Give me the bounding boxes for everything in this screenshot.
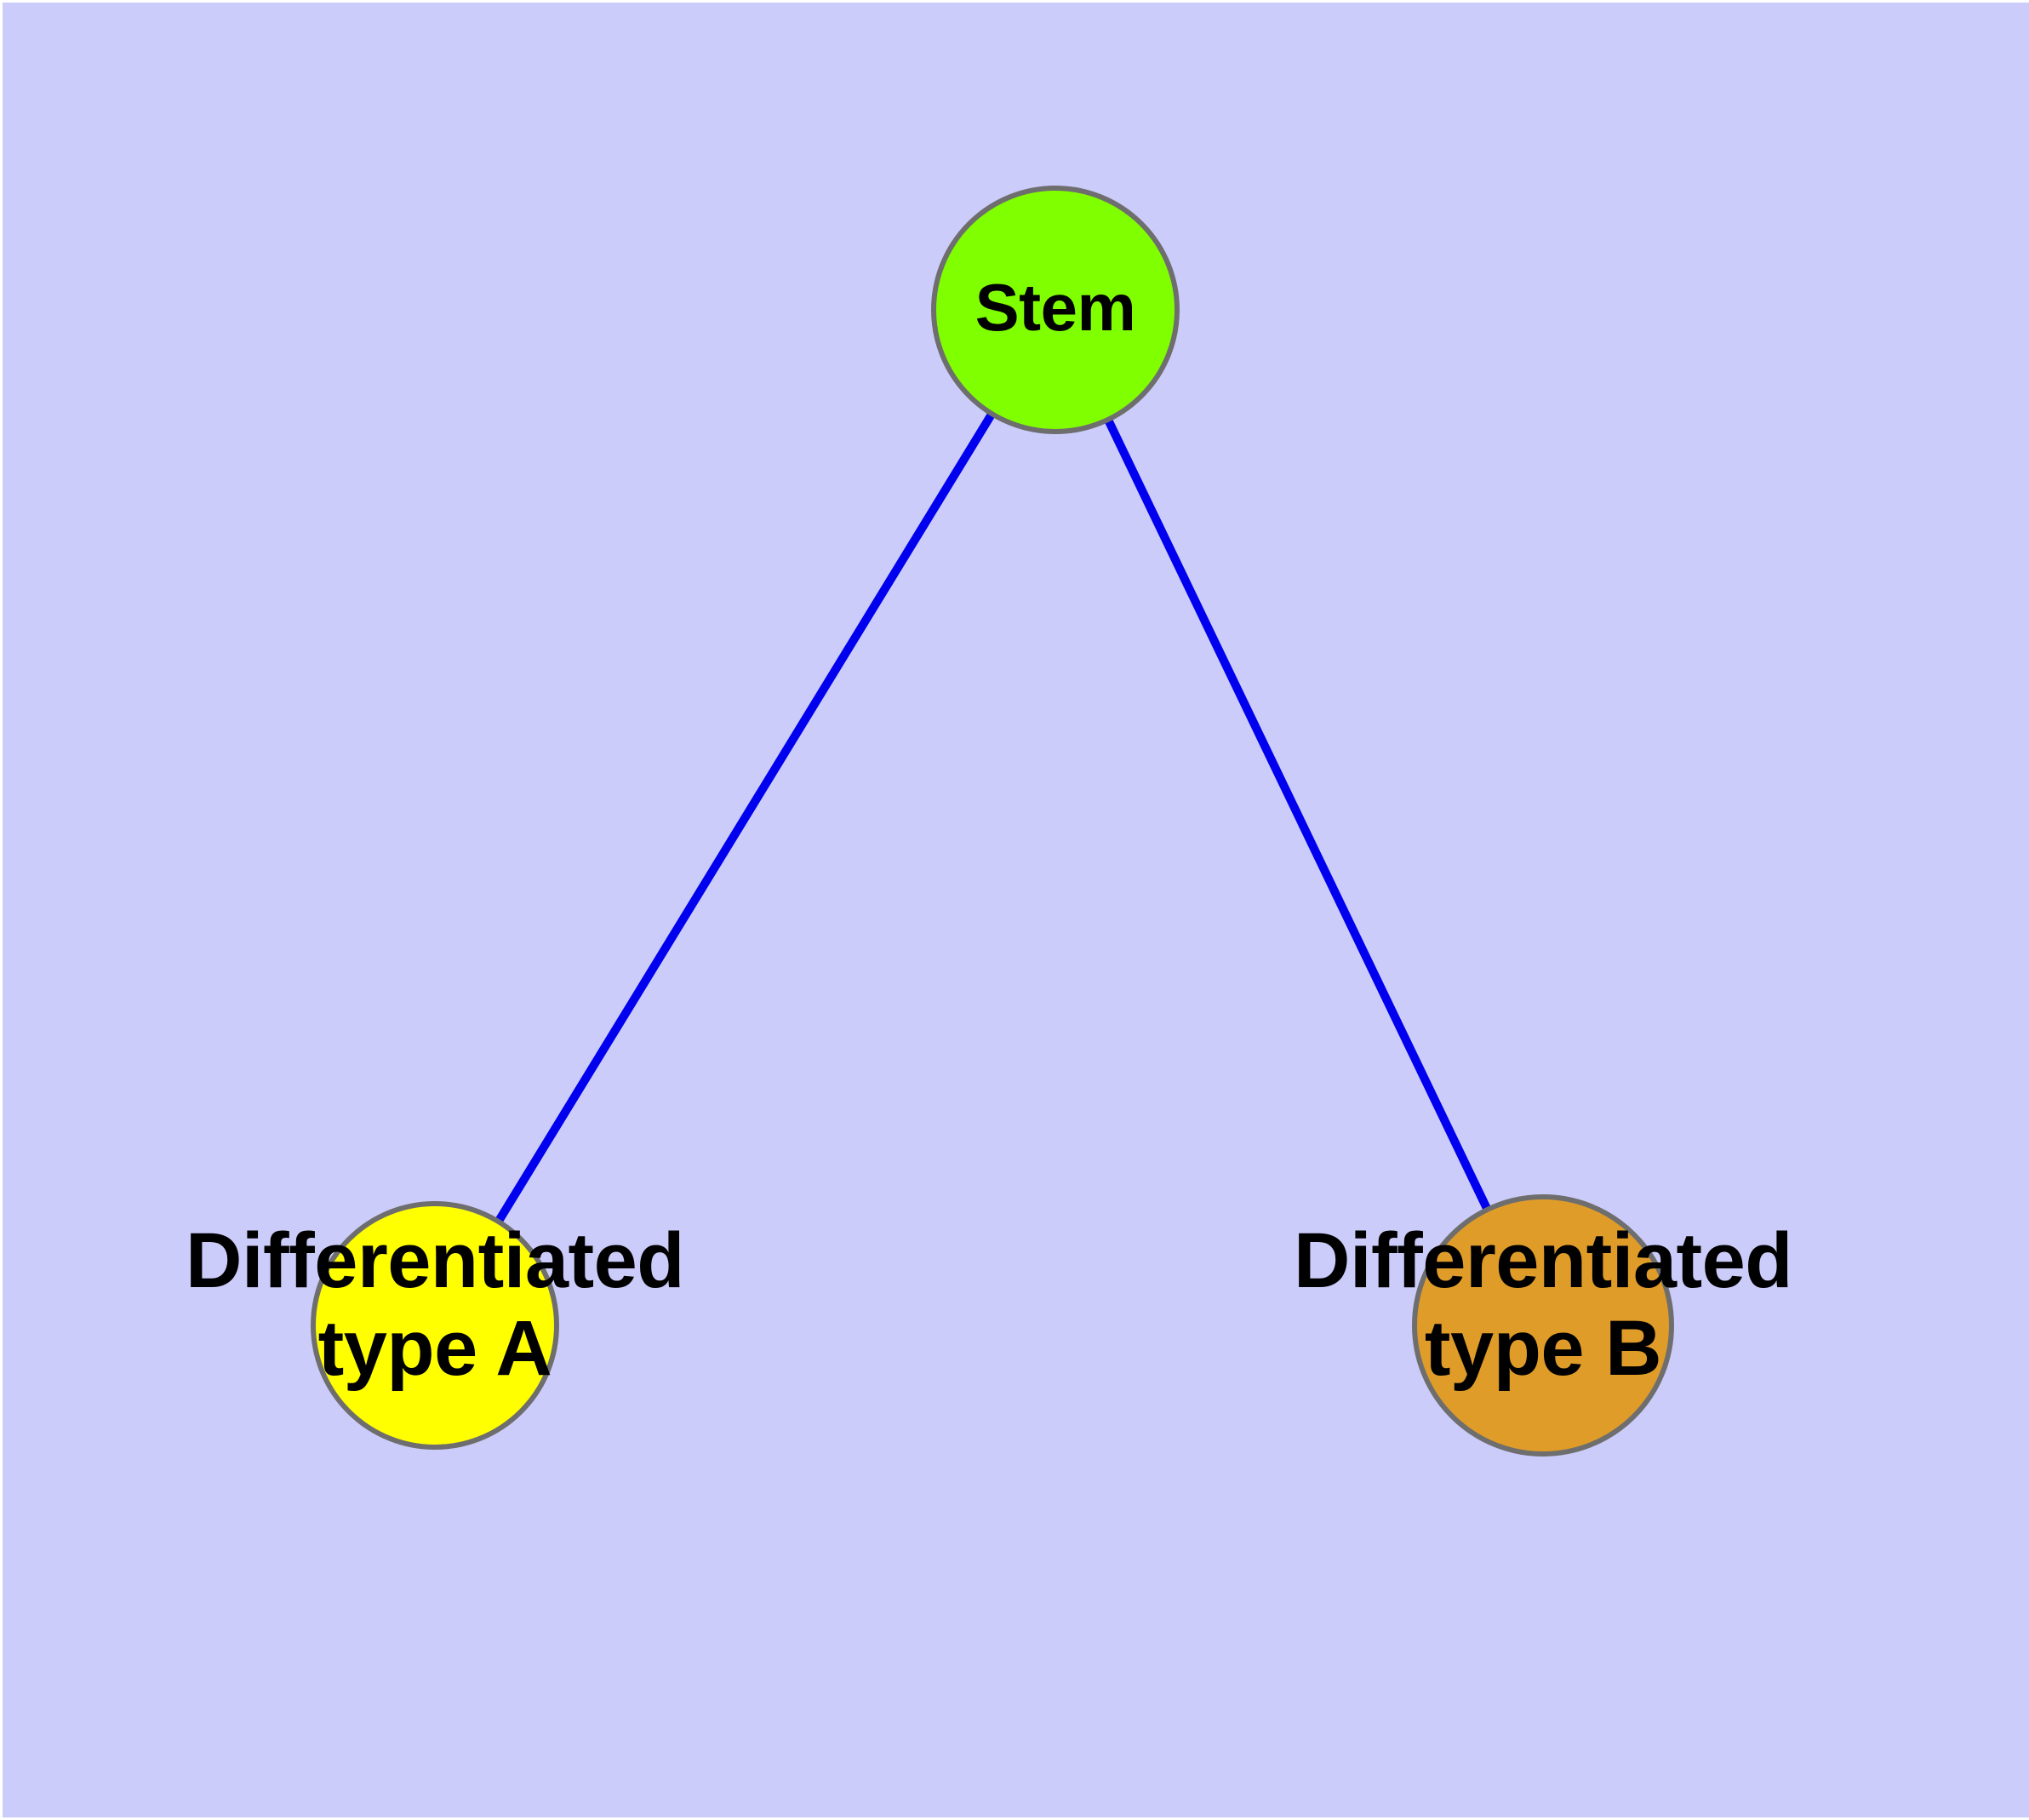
- node-layer: [311, 186, 1674, 1457]
- node-differentiated-type-a[interactable]: [311, 1201, 559, 1450]
- edge-stem-to-differentiated-type-b: [1051, 307, 1547, 1328]
- node-differentiated-type-b[interactable]: [1412, 1194, 1674, 1457]
- edge-layer: [431, 307, 1547, 1328]
- edge-stem-to-differentiated-type-a: [431, 307, 1060, 1328]
- node-stem[interactable]: [931, 186, 1180, 434]
